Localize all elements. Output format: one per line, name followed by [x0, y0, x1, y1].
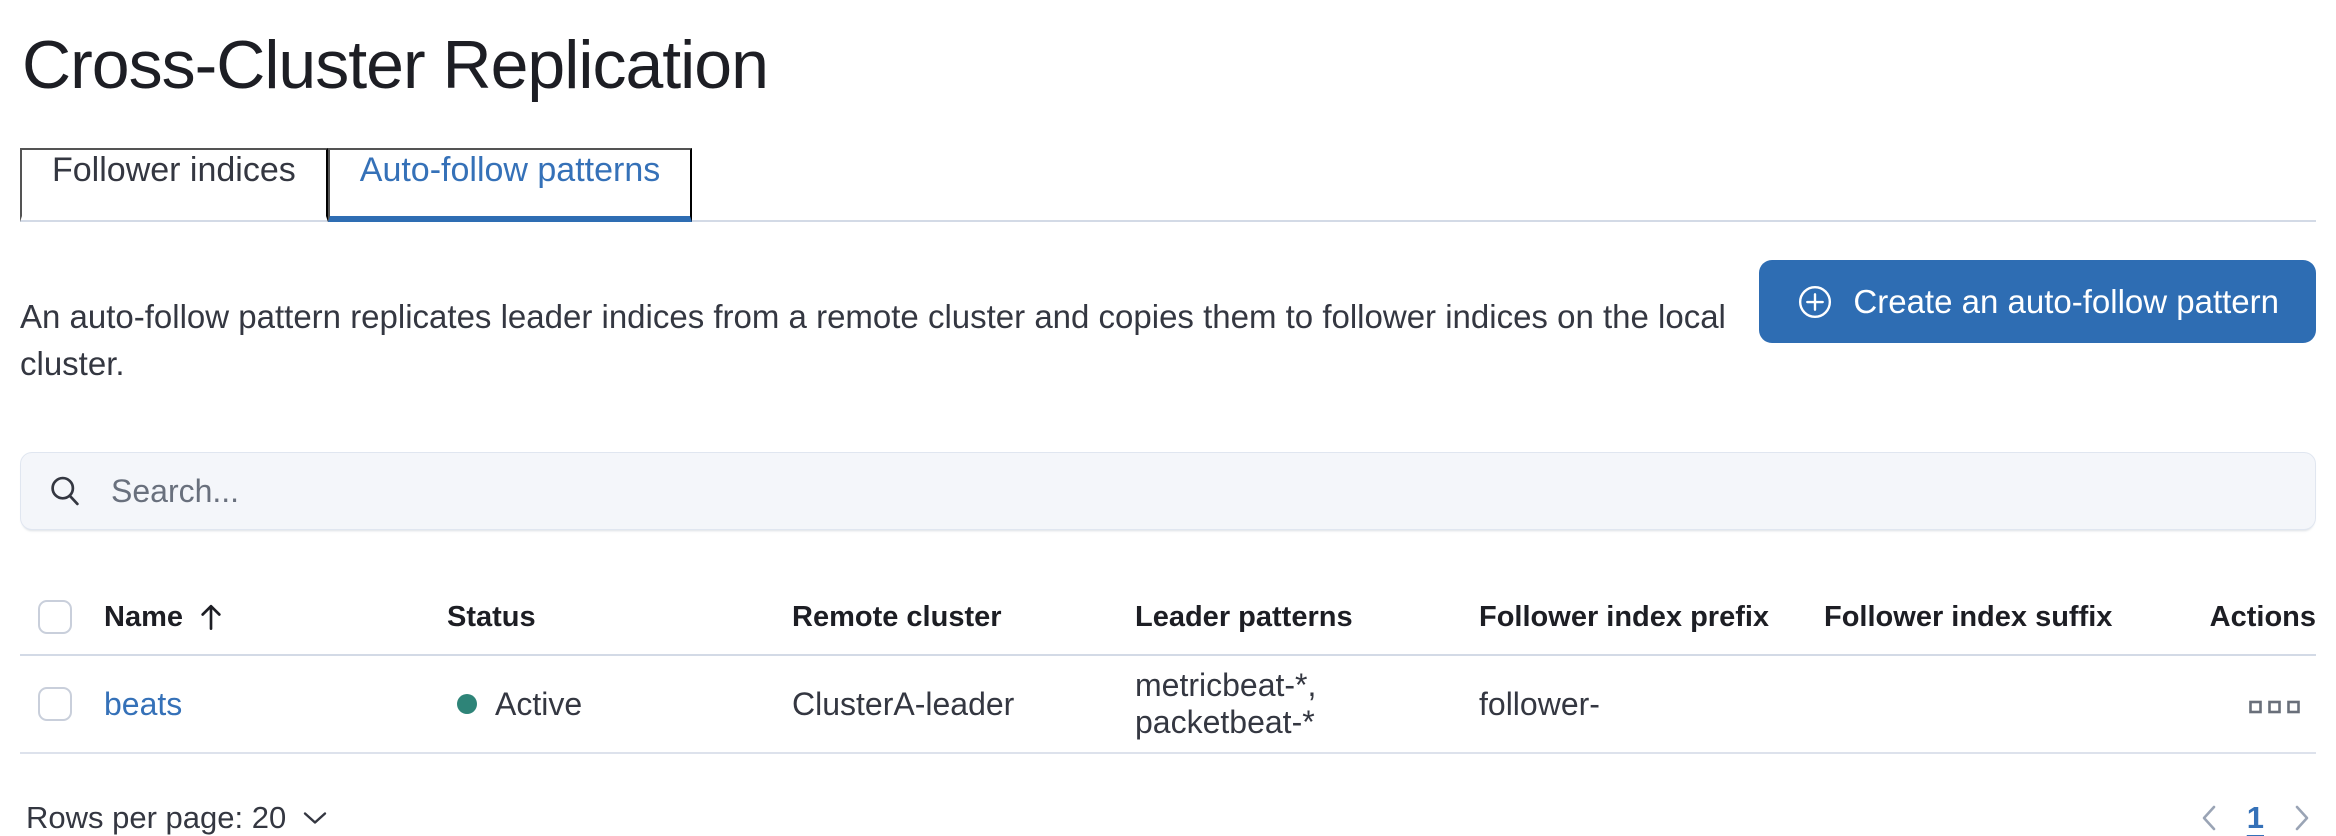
search-icon — [47, 473, 83, 509]
status-label: Active — [495, 685, 583, 722]
column-header-status: Status — [447, 600, 536, 633]
pagination: 1 — [2199, 800, 2316, 836]
column-header-follower-index-suffix: Follower index suffix — [1824, 600, 2113, 633]
tab-follower-indices[interactable]: Follower indices — [20, 148, 328, 223]
follower-index-prefix-value: follower- — [1479, 685, 1600, 722]
column-header-name[interactable]: Name — [104, 601, 447, 634]
create-button-label: Create an auto-follow pattern — [1853, 282, 2279, 320]
remote-cluster-value: ClusterA-leader — [792, 685, 1015, 722]
cross-cluster-replication-page: Cross-Cluster Replication Follower indic… — [0, 26, 2336, 836]
column-header-actions: Actions — [2209, 600, 2316, 633]
chevron-right-icon — [2292, 802, 2312, 834]
column-header-follower-index-prefix: Follower index prefix — [1479, 600, 1770, 633]
chevron-left-icon — [2199, 802, 2219, 834]
previous-page-button[interactable] — [2199, 802, 2219, 834]
column-header-name-label: Name — [104, 600, 183, 633]
section-description: An auto-follow pattern replicates leader… — [20, 298, 1726, 383]
search-input[interactable] — [109, 471, 2289, 511]
status-active-dot — [457, 694, 477, 715]
table-footer: Rows per page: 20 1 — [20, 800, 2316, 836]
select-all-checkbox[interactable] — [38, 600, 72, 635]
page-title: Cross-Cluster Replication — [22, 27, 769, 103]
next-page-button[interactable] — [2292, 802, 2312, 834]
rows-per-page-button[interactable]: Rows per page: 20 — [20, 800, 328, 836]
auto-follow-patterns-table: Name Status Remote cluster Leader patter… — [20, 584, 2316, 755]
row-checkbox[interactable] — [38, 687, 72, 722]
tab-auto-follow-patterns[interactable]: Auto-follow patterns — [327, 148, 693, 223]
row-actions-button[interactable] — [2249, 698, 2316, 715]
boxes-horizontal-icon — [2249, 698, 2300, 715]
column-header-leader-patterns: Leader patterns — [1135, 600, 1353, 633]
chevron-down-icon — [302, 810, 328, 826]
plus-in-circle-icon — [1796, 283, 1834, 321]
column-header-remote-cluster: Remote cluster — [792, 600, 1002, 633]
leader-patterns-value: metricbeat-*, packetbeat-* — [1135, 667, 1317, 741]
search-bar — [20, 452, 2316, 531]
page-1-button[interactable]: 1 — [2243, 800, 2268, 836]
create-auto-follow-pattern-button[interactable]: Create an auto-follow pattern — [1759, 260, 2316, 344]
rows-per-page-label: Rows per page: 20 — [26, 800, 287, 836]
sort-ascending-arrow-icon — [197, 602, 225, 632]
table-row: beats Active ClusterA-leader metricbeat-… — [20, 656, 2316, 755]
section-header: An auto-follow pattern replicates leader… — [20, 260, 2316, 420]
pattern-name-link[interactable]: beats — [104, 685, 183, 722]
table-header-row: Name Status Remote cluster Leader patter… — [20, 584, 2316, 657]
tab-bar: Follower indices Auto-follow patterns — [20, 148, 2316, 223]
